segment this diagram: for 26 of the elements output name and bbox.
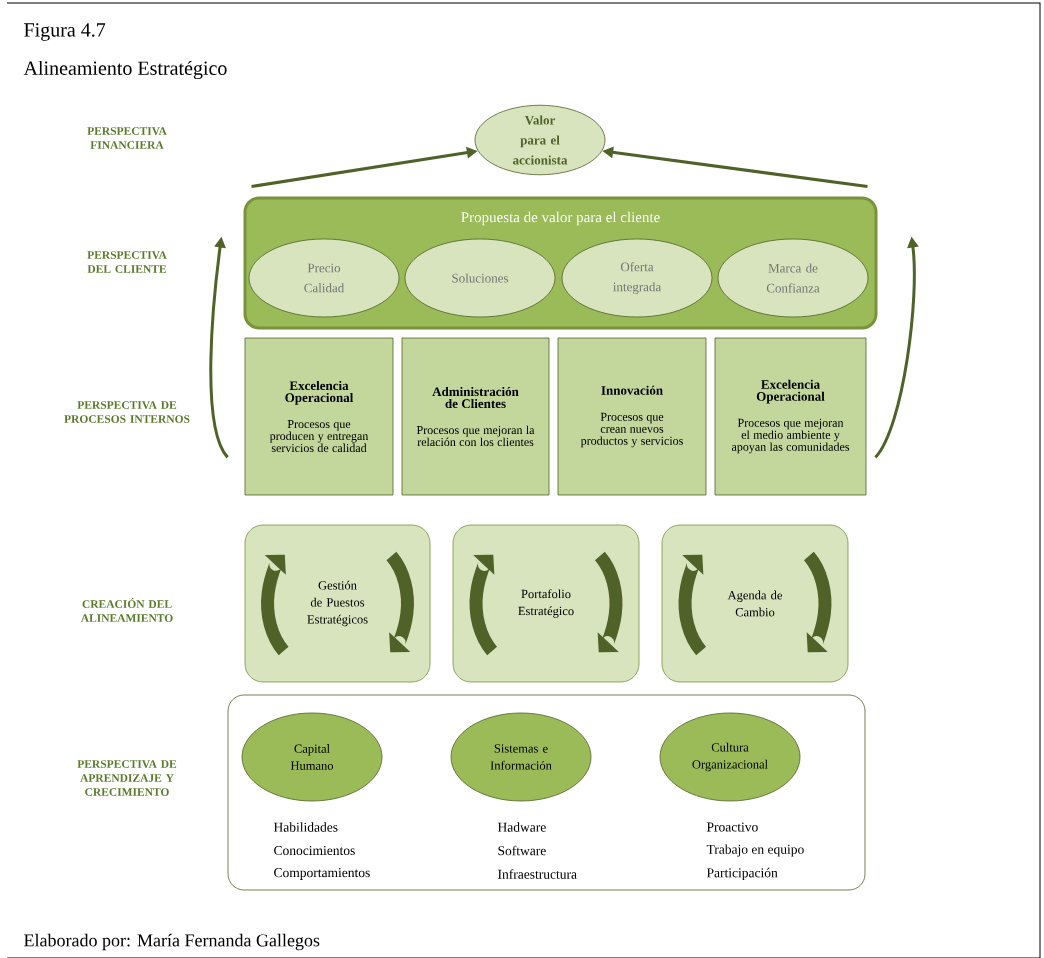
figure-number: Figura 4.7 (24, 23, 106, 41)
process-box: Innovación Procesos que crean nuevos productos y servicios (557, 337, 707, 496)
row-label: PERSPECTIVA FINANCIERA (87, 127, 167, 149)
list-item: Trabajo en equipo (706, 844, 804, 857)
list-item: Software (498, 845, 546, 856)
list-item: Habilidades (273, 822, 338, 832)
row-label: PERSPECTIVA DE APRENDIZAJE Y CRECIMIENTO (77, 760, 177, 796)
alignment-box: Gestión de Puestos Estratégicos (244, 524, 431, 683)
process-box: Excelencia Operacional Procesos que producen y entregan servicios de calidad (244, 337, 394, 496)
process-box: Excelencia Operacional Procesos que mejoran el medio ambiente y apoyan las comunidades (714, 337, 867, 496)
process-box: Administración de Clientes Procesos que mejoran la relación con los clientes (401, 337, 550, 496)
list-item: Hadware (497, 822, 546, 832)
list-item: Proactivo (706, 822, 758, 832)
learning-panel (227, 694, 866, 891)
alignment-box: Agenda de Cambio (661, 524, 849, 683)
band-heading: Propuesta de valor para el cliente (461, 211, 660, 226)
list-item: Conocimientos (274, 845, 355, 856)
title: Alineamiento Estratégico (23, 60, 227, 80)
row-label: CREACIÓN DEL ALINEAMIENTO (80, 598, 173, 622)
alignment-box: Portafolio Estratégico (452, 524, 640, 683)
caption: Elaborado por: María Fernanda Gallegos (24, 933, 320, 951)
list-item: Infraestructura (498, 869, 577, 879)
row-label: PERSPECTIVA DE PROCESOS INTERNOS (64, 401, 190, 423)
list-item: Participación (706, 867, 778, 881)
list-item: Comportamientos (274, 868, 370, 880)
row-label: PERSPECTIVA DEL CLIENTE (87, 251, 167, 273)
